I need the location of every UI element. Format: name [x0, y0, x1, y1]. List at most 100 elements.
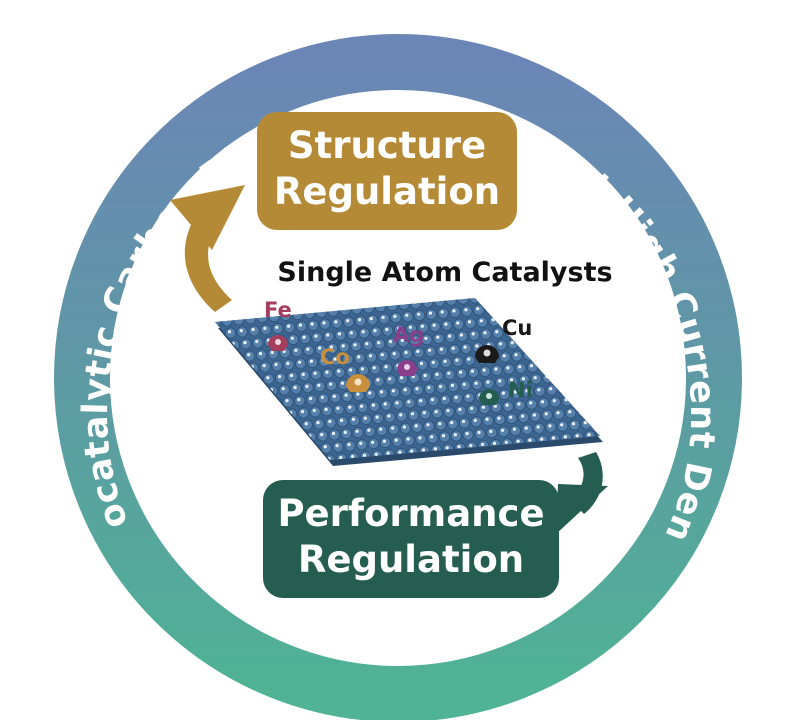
lattice-atom-highlight	[324, 407, 328, 411]
lattice-atom-highlight	[345, 356, 349, 360]
lattice-atom-highlight	[538, 351, 542, 355]
lattice-atom	[311, 331, 323, 343]
lattice-atom	[495, 339, 508, 351]
lattice-atom-highlight	[502, 354, 506, 358]
lattice-atom-highlight	[318, 346, 322, 350]
lattice-atom	[435, 419, 447, 431]
lattice-atom-highlight	[275, 325, 279, 329]
lattice-atom-highlight	[580, 409, 584, 413]
lattice-atom	[381, 362, 393, 374]
lattice-atom-highlight	[236, 316, 240, 321]
lattice-atom	[439, 394, 451, 406]
lattice-atom-highlight	[533, 376, 537, 380]
lattice-atom-highlight	[296, 435, 300, 439]
lattice-atom	[294, 357, 307, 370]
lattice-atom	[577, 406, 589, 418]
lattice-atom-highlight	[407, 400, 411, 404]
lattice-atom-highlight	[328, 419, 332, 424]
lattice-atom-highlight	[536, 425, 540, 429]
lattice-atom-highlight	[359, 441, 363, 445]
lattice-atom	[377, 350, 389, 362]
lattice-atom-highlight	[354, 306, 358, 310]
lattice-atom-highlight	[474, 381, 478, 385]
lattice-atom-highlight	[450, 421, 454, 425]
lattice-atom-highlight	[340, 418, 344, 422]
lattice-atom	[379, 436, 391, 449]
lattice-atom-highlight	[459, 333, 463, 337]
lattice-atom-highlight	[344, 393, 348, 397]
lattice-atom-highlight	[330, 308, 334, 312]
lattice-atom	[298, 370, 310, 382]
lattice-atom	[221, 315, 233, 327]
lattice-atom-highlight	[313, 371, 317, 375]
lattice-atom-highlight	[563, 435, 568, 439]
lattice-atom	[330, 354, 342, 366]
lattice-atom-highlight	[521, 414, 525, 418]
lattice-atom	[455, 367, 468, 380]
lattice-atom-highlight	[251, 327, 255, 332]
lattice-atom-highlight	[382, 439, 386, 443]
lattice-atom	[413, 309, 426, 322]
lattice-atom-highlight	[568, 410, 572, 414]
lattice-atom	[435, 382, 448, 394]
lattice-atom-highlight	[388, 340, 393, 344]
lattice-atom	[315, 306, 327, 318]
lattice-atom	[476, 316, 488, 328]
lattice-atom-highlight	[483, 331, 487, 335]
lattice-atom-highlight	[368, 391, 372, 395]
lattice-atom	[248, 325, 260, 337]
lattice-atom-highlight	[357, 318, 362, 322]
lattice-atom-highlight	[493, 404, 497, 408]
lattice-atom	[290, 383, 302, 395]
lattice-atom-highlight	[360, 404, 364, 408]
lattice-atom-highlight	[277, 412, 281, 416]
lattice-atom	[329, 391, 341, 404]
lattice-atom-highlight	[421, 448, 426, 452]
lattice-atom	[523, 349, 535, 361]
lattice-atom	[441, 319, 453, 331]
lattice-atom-highlight	[353, 343, 357, 347]
lattice-atom-highlight	[377, 303, 382, 307]
lattice-atom-highlight	[513, 390, 517, 394]
lattice-atom	[458, 417, 471, 429]
lattice-atom	[402, 310, 414, 323]
lattice-atom	[362, 339, 374, 351]
lattice-atom	[339, 304, 351, 316]
lattice-atom-highlight	[342, 307, 346, 311]
lattice-atom-highlight	[414, 424, 418, 428]
lattice-atom-highlight	[273, 400, 277, 404]
lattice-atom-highlight	[387, 414, 391, 418]
lattice-atom	[451, 393, 463, 405]
lattice-atom-highlight	[461, 419, 466, 424]
lattice-atom-highlight	[259, 314, 263, 318]
element-ni: Ni	[479, 378, 533, 405]
lattice-atom-highlight	[487, 306, 492, 310]
lattice-atom-highlight	[509, 415, 513, 419]
lattice-atom	[252, 337, 264, 349]
lattice-atom	[467, 366, 479, 379]
lattice-atom-highlight	[458, 407, 462, 412]
lattice-atom-highlight	[362, 453, 367, 457]
lattice-atom	[534, 385, 546, 397]
lattice-atom	[468, 329, 480, 341]
lattice-atom-highlight	[544, 412, 548, 416]
lattice-atom	[356, 401, 369, 414]
lattice-atom	[440, 356, 452, 369]
lattice-atom	[444, 331, 457, 343]
lattice-atom	[464, 354, 476, 366]
lattice-atom-highlight	[564, 398, 568, 402]
lattice-atom-highlight	[481, 442, 485, 447]
lattice-atom	[282, 396, 294, 408]
lattice-atom-highlight	[346, 319, 350, 323]
lattice-atom-highlight	[552, 399, 556, 403]
performance-label-line1: Performance	[277, 492, 544, 535]
lattice-atom	[592, 417, 600, 429]
lattice-atom-highlight	[317, 383, 321, 387]
lattice-atom-highlight	[323, 445, 327, 449]
lattice-atom-highlight	[521, 377, 526, 381]
lattice-atom	[471, 378, 483, 391]
lattice-atom	[232, 351, 244, 363]
lattice-atom-highlight	[403, 388, 407, 392]
lattice-atom	[397, 336, 409, 348]
lattice-atom-highlight	[262, 364, 266, 368]
